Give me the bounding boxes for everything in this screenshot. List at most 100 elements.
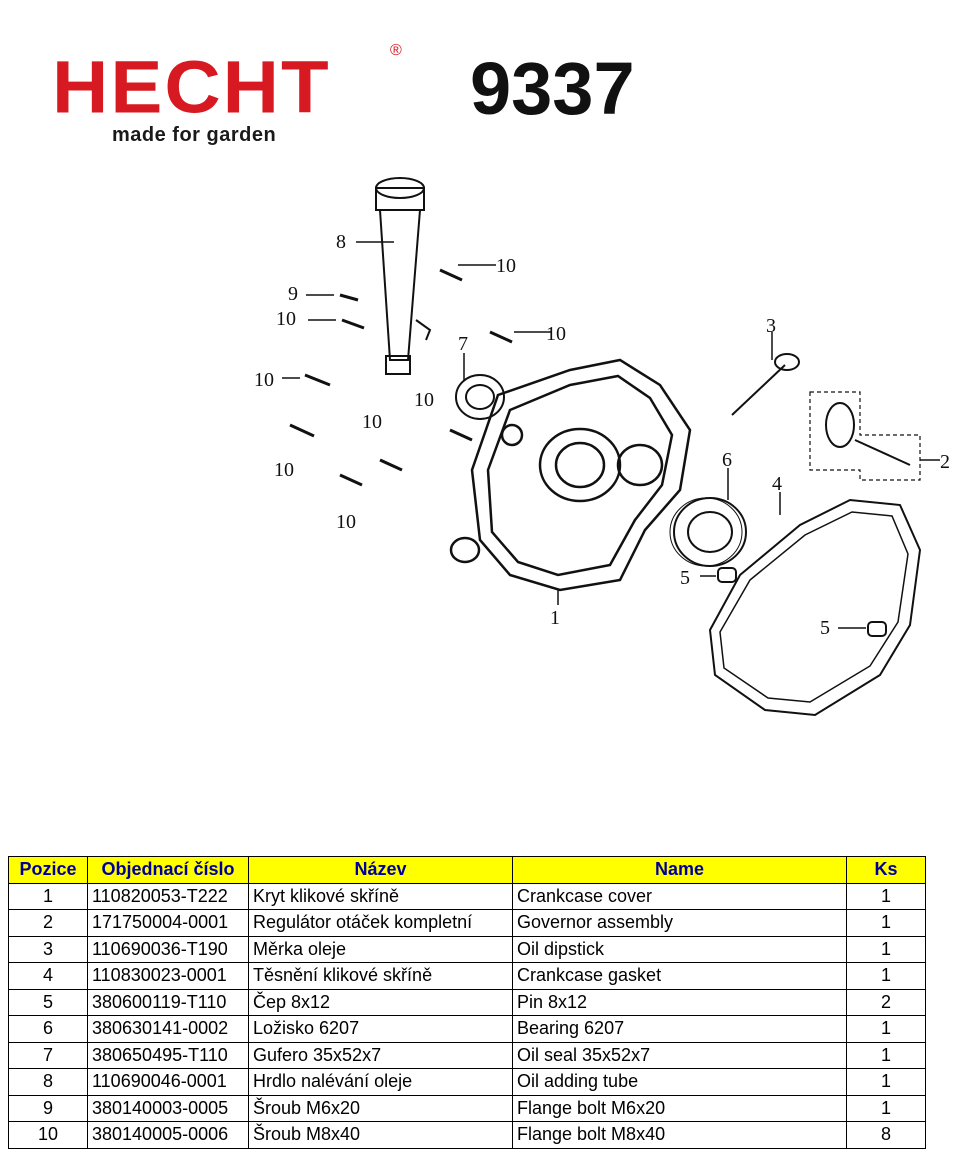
cell-position: 4 <box>8 962 88 990</box>
cell-name-cz: Šroub M6x20 <box>248 1094 513 1122</box>
cell-name-en: Oil adding tube <box>512 1068 847 1096</box>
callout-10: 10 <box>254 369 274 391</box>
cell-position: 2 <box>8 909 88 937</box>
cell-order-number: 380600119-T110 <box>87 988 249 1016</box>
cell-name-cz: Těsnění klikové skříně <box>248 962 513 990</box>
flange-bolts-drawing <box>289 268 513 487</box>
cell-name-en: Pin 8x12 <box>512 988 847 1016</box>
callout-6: 6 <box>722 449 732 471</box>
callout-10: 10 <box>274 459 294 481</box>
cell-name-en: Oil dipstick <box>512 935 847 963</box>
cell-name-en: Governor assembly <box>512 909 847 937</box>
oil-dipstick-drawing <box>731 353 800 416</box>
table-header-row: Pozice Objednací číslo Název Name Ks <box>8 856 926 884</box>
cell-name-en: Crankcase cover <box>512 882 847 910</box>
cell-quantity: 1 <box>846 962 926 990</box>
cell-position: 6 <box>8 1015 88 1043</box>
cell-name-cz: Gufero 35x52x7 <box>248 1041 513 1069</box>
brand-name: HECHT <box>52 45 331 129</box>
cell-quantity: 1 <box>846 935 926 963</box>
callout-8: 8 <box>336 231 346 253</box>
cell-position: 8 <box>8 1068 88 1096</box>
col-header-position: Pozice <box>8 856 88 884</box>
callout-3: 3 <box>766 315 776 337</box>
registered-mark-icon: ® <box>390 42 402 59</box>
cell-quantity: 1 <box>846 1094 926 1122</box>
cell-position: 7 <box>8 1041 88 1069</box>
exploded-parts-diagram: 8 9 10 10 10 10 10 10 10 10 7 3 6 4 2 5 … <box>254 177 950 717</box>
cell-name-cz: Čep 8x12 <box>248 988 513 1016</box>
cell-name-cz: Kryt klikové skříně <box>248 882 513 910</box>
cell-order-number: 110690036-T190 <box>87 935 249 963</box>
cell-name-en: Oil seal 35x52x7 <box>512 1041 847 1069</box>
cell-order-number: 110830023-0001 <box>87 962 249 990</box>
cell-position: 1 <box>8 882 88 910</box>
governor-assembly-drawing <box>809 391 921 481</box>
brand-tagline: made for garden <box>112 124 277 146</box>
cell-position: 5 <box>8 988 88 1016</box>
cell-name-cz: Regulátor otáček kompletní <box>248 909 513 937</box>
cell-name-cz: Ložisko 6207 <box>248 1015 513 1043</box>
callout-labels: 8 9 10 10 10 10 10 10 10 10 7 3 6 4 2 5 … <box>254 231 950 639</box>
oil-seal-drawing <box>455 374 505 420</box>
crankcase-cover-drawing <box>449 358 692 592</box>
model-number: 9337 <box>470 47 635 130</box>
col-header-quantity: Ks <box>846 856 926 884</box>
callout-10: 10 <box>414 389 434 411</box>
cell-order-number: 171750004-0001 <box>87 909 249 937</box>
callout-1: 1 <box>550 607 560 629</box>
callout-10: 10 <box>276 308 296 330</box>
cell-name-en: Bearing 6207 <box>512 1015 847 1043</box>
cell-name-en: Crankcase gasket <box>512 962 847 990</box>
bearing-drawing <box>669 497 747 567</box>
cell-quantity: 8 <box>846 1121 926 1149</box>
cell-quantity: 1 <box>846 1041 926 1069</box>
callout-5: 5 <box>820 617 830 639</box>
cell-quantity: 1 <box>846 882 926 910</box>
brand-logo: HECHT ® made for garden <box>44 42 412 154</box>
cell-position: 3 <box>8 935 88 963</box>
cell-order-number: 110690046-0001 <box>87 1068 249 1096</box>
cell-order-number: 380140003-0005 <box>87 1094 249 1122</box>
callout-9: 9 <box>288 283 298 305</box>
oil-adding-tube-drawing <box>375 177 432 375</box>
cell-quantity: 2 <box>846 988 926 1016</box>
cell-name-en: Flange bolt M6x20 <box>512 1094 847 1122</box>
cell-order-number: 380140005-0006 <box>87 1121 249 1149</box>
callout-2: 2 <box>940 451 950 473</box>
callout-10: 10 <box>546 323 566 345</box>
cell-quantity: 1 <box>846 909 926 937</box>
col-header-name-en: Name <box>512 856 847 884</box>
cell-name-en: Flange bolt M8x40 <box>512 1121 847 1149</box>
col-header-name-cz: Název <box>248 856 513 884</box>
cell-quantity: 1 <box>846 1015 926 1043</box>
callout-4: 4 <box>772 473 782 495</box>
cell-name-cz: Šroub M8x40 <box>248 1121 513 1149</box>
cell-position: 10 <box>8 1121 88 1149</box>
callout-5: 5 <box>680 567 690 589</box>
callout-10: 10 <box>496 255 516 277</box>
cell-position: 9 <box>8 1094 88 1122</box>
cell-quantity: 1 <box>846 1068 926 1096</box>
cell-order-number: 110820053-T222 <box>87 882 249 910</box>
cell-name-cz: Hrdlo nalévání oleje <box>248 1068 513 1096</box>
col-header-order-number: Objednací číslo <box>87 856 249 884</box>
callout-7: 7 <box>458 333 468 355</box>
cell-order-number: 380630141-0002 <box>87 1015 249 1043</box>
callout-10: 10 <box>336 511 356 533</box>
crankcase-gasket-drawing <box>708 498 922 717</box>
cell-name-cz: Měrka oleje <box>248 935 513 963</box>
callout-10: 10 <box>362 411 382 433</box>
cell-order-number: 380650495-T110 <box>87 1041 249 1069</box>
